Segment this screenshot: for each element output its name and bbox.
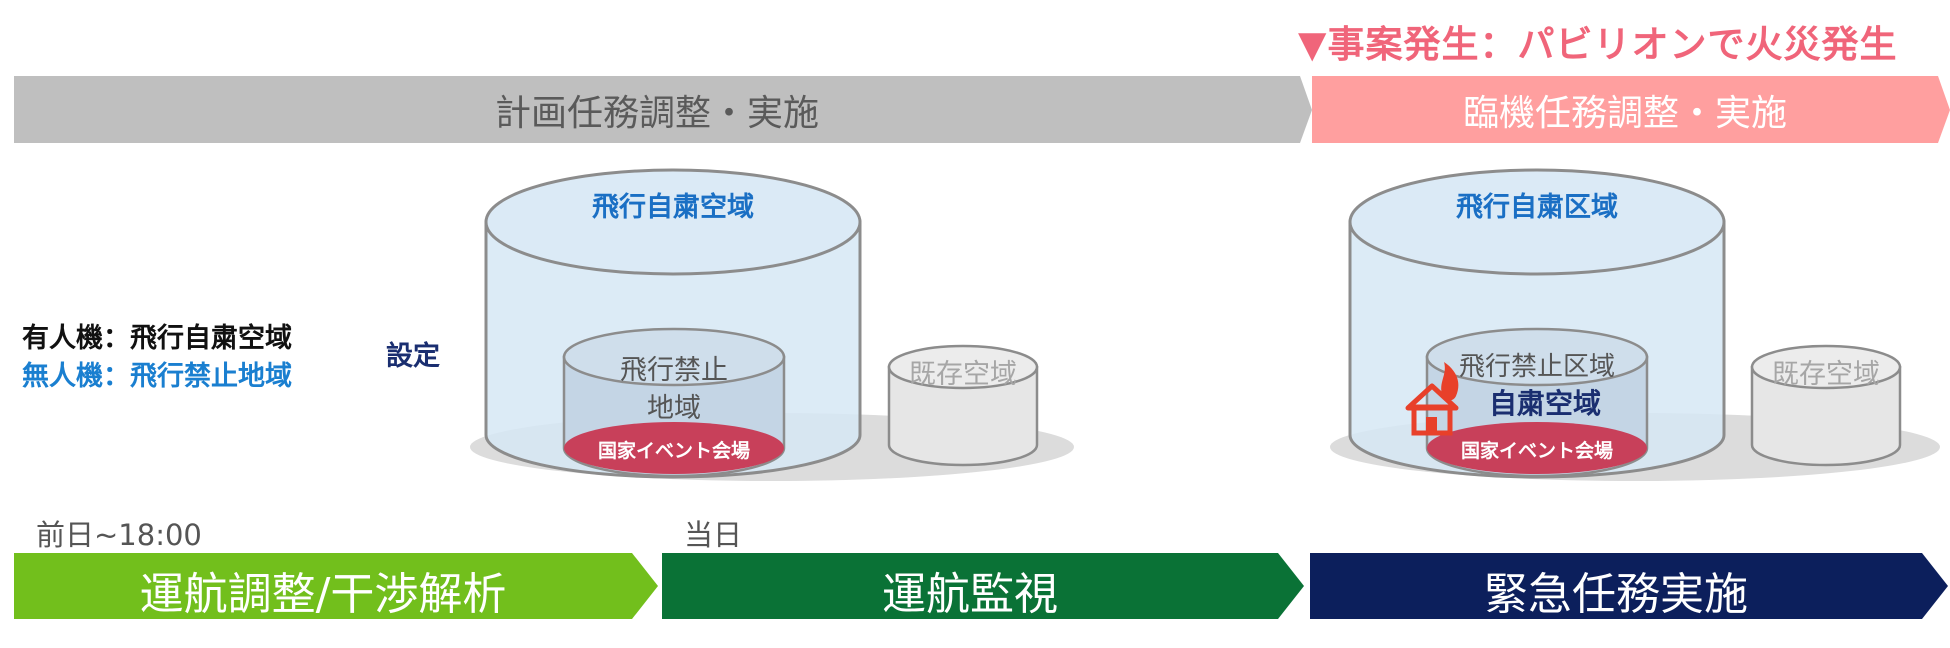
left-existing-label: 既存空域 xyxy=(909,359,1017,390)
left-outer-cylinder-top xyxy=(484,168,862,276)
right-scene xyxy=(1330,168,1940,481)
adhoc-phase-arrow xyxy=(1312,76,1950,143)
left-inner-cylinder-top xyxy=(562,327,786,387)
stage2-arrow xyxy=(662,553,1304,619)
stage2-label: 運航監視 xyxy=(882,569,1058,620)
left-venue-label: 国家イベント会場 xyxy=(597,440,750,462)
right-inner-cylinder-top xyxy=(1425,327,1649,387)
time-prev-day: 前日~18:00 xyxy=(36,518,202,552)
left-outer-label: 飛行自粛空域 xyxy=(592,192,754,223)
right-restraint-label: 自粛空域 xyxy=(1488,387,1601,420)
stage3-arrow xyxy=(1310,553,1948,619)
left-inner-label-line2: 地域 xyxy=(647,393,701,424)
left-inner-label-line1: 飛行禁止 xyxy=(620,355,728,386)
left-existing-cylinder xyxy=(887,365,1039,467)
stage1-label: 運航調整/干渉解析 xyxy=(139,569,507,620)
fire-house-icon xyxy=(1405,362,1459,436)
right-venue-disc xyxy=(1427,422,1647,474)
legend-manned: 有人機：飛行自粛空域 xyxy=(22,323,292,354)
time-today: 当日 xyxy=(684,518,743,552)
right-outer-cylinder-top xyxy=(1348,168,1726,276)
right-existing-label: 既存空域 xyxy=(1772,359,1880,390)
legend-unmanned: 無人機：飛行禁止地域 xyxy=(22,361,292,392)
left-scene xyxy=(470,168,1074,481)
right-venue-label: 国家イベント会場 xyxy=(1460,440,1613,462)
left-venue-disc xyxy=(564,422,784,474)
right-existing-cylinder xyxy=(1750,365,1902,467)
planned-phase-label: 計画任務調整・実施 xyxy=(494,93,819,134)
stage1-arrow xyxy=(14,553,658,619)
planned-phase-arrow xyxy=(14,76,1312,143)
stage3-label: 緊急任務実施 xyxy=(1484,569,1748,620)
adhoc-phase-label: 臨機任務調整・実施 xyxy=(1462,93,1787,134)
legend-setting: 設定 xyxy=(386,341,440,372)
incident-headline: ▼事案発生：パビリオンで火災発生 xyxy=(1298,23,1898,66)
right-outer-label: 飛行自粛区域 xyxy=(1456,192,1618,223)
left-existing-cylinder-top xyxy=(887,344,1039,390)
right-existing-cylinder-top xyxy=(1750,344,1902,390)
right-inner-label: 飛行禁止区域 xyxy=(1458,352,1615,382)
